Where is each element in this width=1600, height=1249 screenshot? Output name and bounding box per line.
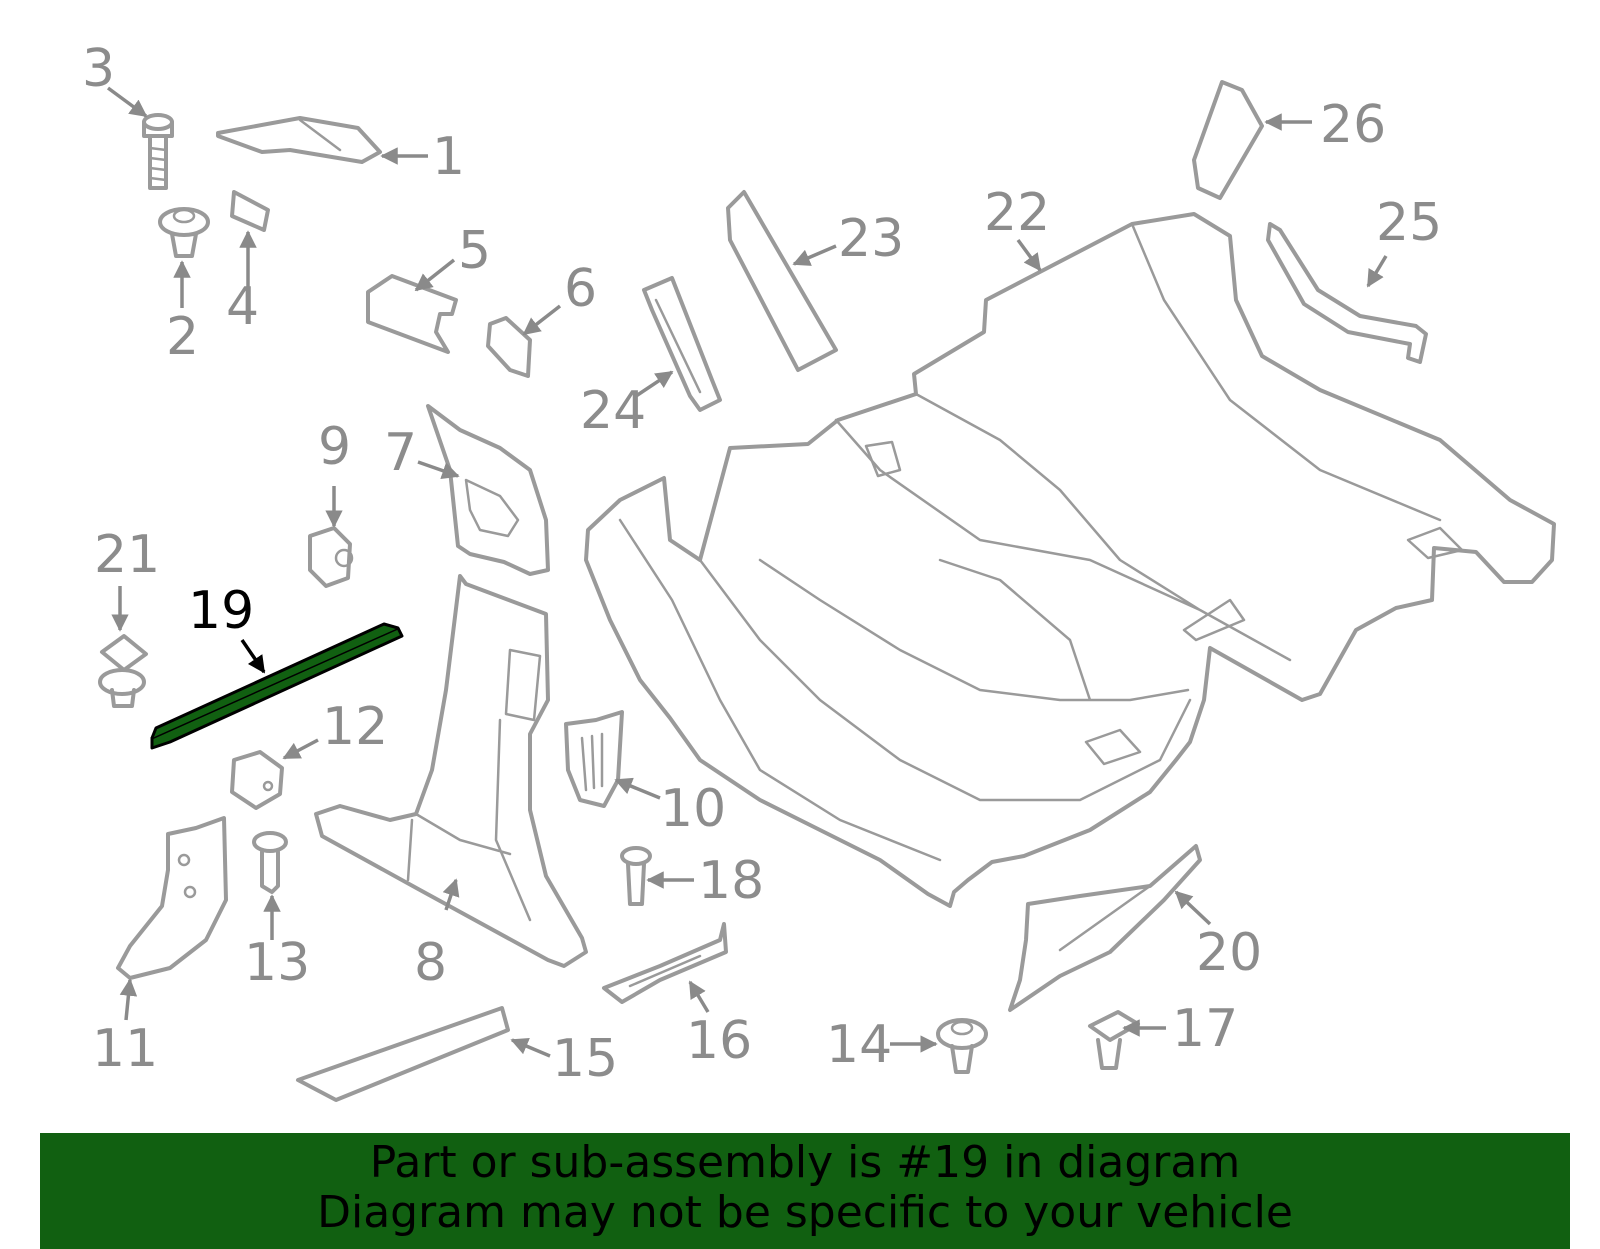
callout-1: 1 <box>432 127 465 187</box>
callout-22: 22 <box>984 183 1050 243</box>
part-7-drawing <box>426 404 550 576</box>
part-26-drawing <box>1192 80 1264 200</box>
parts-diagram: 3 1 2 4 5 6 7 8 9 10 11 12 13 14 15 16 1… <box>82 39 1556 1102</box>
banner-line-1: Part or sub-assembly is #19 in diagram <box>369 1137 1241 1188</box>
part-4-drawing <box>230 190 270 232</box>
callout-21: 21 <box>94 525 160 585</box>
part-18-drawing <box>620 846 652 906</box>
callout-5: 5 <box>458 221 491 281</box>
part-23-drawing <box>726 190 838 372</box>
callout-3: 3 <box>82 39 115 99</box>
part-10-drawing <box>564 710 624 808</box>
callout-16: 16 <box>686 1011 752 1071</box>
callout-8: 8 <box>414 933 447 993</box>
info-banner: Part or sub-assembly is #19 in diagram D… <box>40 1133 1570 1249</box>
callout-26: 26 <box>1320 95 1386 155</box>
part-5-drawing <box>366 274 458 354</box>
part-12-drawing <box>230 750 284 810</box>
part-17-drawing <box>1088 1010 1140 1070</box>
callout-15: 15 <box>552 1029 618 1089</box>
callout-18: 18 <box>698 851 764 911</box>
callout-7: 7 <box>384 423 417 483</box>
callout-24: 24 <box>580 381 646 441</box>
banner-line-2: Diagram may not be specific to your vehi… <box>317 1187 1293 1238</box>
part-13-drawing <box>252 831 288 894</box>
part-15-drawing <box>296 1006 510 1102</box>
part-3-drawing <box>142 113 174 190</box>
part-24-drawing <box>642 276 722 412</box>
part-14-drawing <box>936 1018 988 1074</box>
callout-17: 17 <box>1172 999 1238 1059</box>
callout-11: 11 <box>92 1019 158 1079</box>
callout-12: 12 <box>322 697 388 757</box>
part-25-drawing <box>1266 222 1428 364</box>
callout-10: 10 <box>660 779 726 839</box>
callout-13: 13 <box>244 933 310 993</box>
callout-19: 19 <box>188 581 254 641</box>
callout-4: 4 <box>226 277 259 337</box>
part-16-drawing <box>602 922 728 1004</box>
part-19-drawing <box>150 622 404 750</box>
callout-23: 23 <box>838 209 904 269</box>
callout-numbers: 3 1 2 4 5 6 7 8 9 10 11 12 13 14 15 16 1… <box>82 39 1442 1089</box>
part-11-drawing <box>116 816 228 980</box>
callout-6: 6 <box>564 259 597 319</box>
part-2-drawing <box>158 207 210 258</box>
part-20-drawing <box>1008 844 1202 1012</box>
part-6-drawing <box>486 316 532 378</box>
part-21-drawing <box>98 634 148 708</box>
callout-14: 14 <box>826 1015 892 1075</box>
leader-lines <box>106 86 1388 1058</box>
callout-9: 9 <box>318 417 351 477</box>
part-1-drawing <box>216 116 382 164</box>
callout-25: 25 <box>1376 193 1442 253</box>
callout-2: 2 <box>166 307 199 367</box>
callout-20: 20 <box>1196 923 1262 983</box>
part-9-drawing <box>308 526 354 588</box>
part-8-drawing <box>314 574 588 968</box>
part-22-drawing <box>584 212 1556 908</box>
